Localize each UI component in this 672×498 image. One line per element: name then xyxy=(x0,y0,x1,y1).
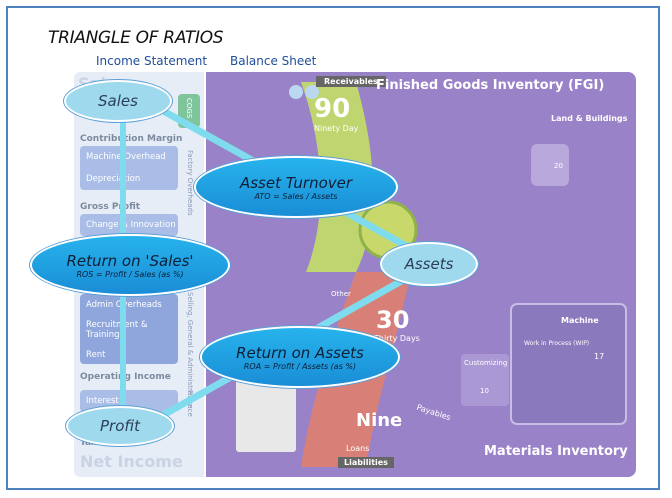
liabilities-label: Liabilities xyxy=(338,457,394,468)
wip-value: 17 xyxy=(594,352,605,361)
return-on-sales-formula: ROS = Profit / Sales (as %) xyxy=(76,269,184,279)
machine-label: Machine xyxy=(561,316,599,325)
factory-overheads-box: Machine Overhead Depreciation xyxy=(80,146,178,190)
return-on-assets-node: Return on Assets ROA = Profit / Assets (… xyxy=(200,326,400,388)
asset-turnover-node: Asset Turnover ATO = Sales / Assets xyxy=(194,156,398,218)
asset-turnover-formula: ATO = Sales / Assets xyxy=(254,191,338,201)
return-on-sales-node: Return on 'Sales' ROS = Profit / Sales (… xyxy=(30,234,230,296)
loans-label: Loans xyxy=(346,444,370,453)
income-statement-header: Income Statement xyxy=(96,54,208,68)
figure-frame: TRIANGLE OF RATIOS Income Statement Bala… xyxy=(6,6,660,490)
machine-tile xyxy=(510,303,627,425)
materials-inventory-label: Materials Inventory xyxy=(484,444,628,459)
profit-node: Profit xyxy=(66,406,174,446)
contribution-margin-label: Contribution Margin xyxy=(80,134,183,144)
land-buildings-label: Land & Buildings xyxy=(551,114,628,123)
return-on-sales-label: Return on 'Sales' xyxy=(66,251,194,270)
balance-sheet-header: Balance Sheet xyxy=(230,54,317,68)
fgi-label: Finished Goods Inventory (FGI) xyxy=(376,78,605,93)
assets-node: Assets xyxy=(380,242,478,286)
return-on-assets-formula: ROA = Profit / Assets (as %) xyxy=(243,361,357,371)
coin-icon xyxy=(305,85,319,99)
assets-node-label: Assets xyxy=(404,255,454,273)
other-label: Other xyxy=(331,290,351,298)
asset-turnover-label: Asset Turnover xyxy=(239,173,353,192)
thirty-value: 30 xyxy=(376,306,410,334)
thirty-days-label: Thirty Days xyxy=(374,334,420,343)
customizing-value: 10 xyxy=(480,387,489,395)
receivables-label: Receivables xyxy=(316,76,386,87)
wip-label: Work in Process (WIP) xyxy=(524,340,590,347)
cash-tile xyxy=(236,372,296,452)
depreciation-label: Depreciation xyxy=(86,174,141,184)
ninety-value: 90 xyxy=(314,94,351,124)
gross-profit-label: Gross Profit xyxy=(80,202,141,212)
nine-label: Nine xyxy=(356,410,403,431)
coin-icon xyxy=(289,85,303,99)
sga-label: Selling, General & Administrative xyxy=(186,292,194,409)
net-income-label: Net Income xyxy=(80,452,183,471)
land-buildings-value: 20 xyxy=(554,162,563,170)
land-buildings-tile xyxy=(531,144,569,186)
sales-node-label: Sales xyxy=(98,92,138,110)
return-on-assets-label: Return on Assets xyxy=(236,343,364,362)
figure-title: TRIANGLE OF RATIOS xyxy=(48,28,224,48)
interest-label: Interest xyxy=(86,396,119,406)
sales-node: Sales xyxy=(64,80,172,122)
rent-label: Rent xyxy=(86,350,106,360)
cogs-label: COGS xyxy=(185,98,193,119)
customizing-label: Customizing xyxy=(464,359,508,367)
customizing-tile xyxy=(461,354,509,406)
change-box: Change & Innovation xyxy=(80,214,178,236)
recruitment-label: Recruitment & Training xyxy=(86,320,148,340)
factory-overheads-label: Factory Overheads xyxy=(186,150,194,216)
profit-node-label: Profit xyxy=(100,417,140,435)
ninety-days-label: Ninety Day xyxy=(314,124,359,133)
change-label: Change & Innovation xyxy=(86,220,176,230)
